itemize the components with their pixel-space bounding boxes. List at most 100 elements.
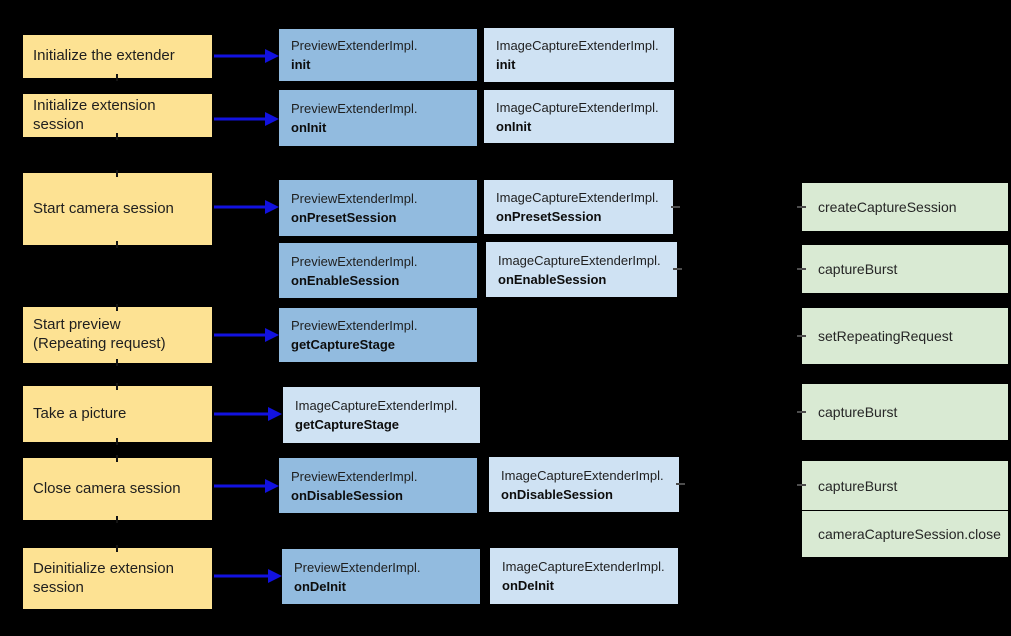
method-name-label: onInit bbox=[496, 118, 532, 134]
step-deinitialize-extension-session: Deinitialize extension session bbox=[23, 548, 212, 609]
step-start-camera-session: Start camera session bbox=[23, 173, 212, 245]
arrow-head-icon bbox=[265, 328, 279, 342]
arrow-shaft bbox=[214, 484, 267, 488]
preview-oninit-box: PreviewExtenderImpl. onInit bbox=[279, 90, 477, 146]
method-name-label: getCaptureStage bbox=[295, 417, 400, 432]
connector-tick bbox=[116, 74, 118, 81]
step-take-a-picture: Take a picture bbox=[23, 386, 212, 442]
camera2-cameracapturesession-close-box: cameraCaptureSession.close bbox=[802, 511, 1008, 557]
step-close-camera-session: Close camera session bbox=[23, 458, 212, 520]
preview-init-box: PreviewExtenderImpl. init bbox=[279, 29, 477, 81]
connector-tick bbox=[116, 170, 118, 177]
class-name-label: PreviewExtenderImpl. bbox=[294, 559, 421, 575]
imagecapture-oninit-box: ImageCaptureExtenderImpl. onInit bbox=[484, 90, 674, 143]
method-name-label: getCaptureStage bbox=[291, 337, 396, 352]
connector-tick bbox=[116, 455, 118, 462]
flow-arrow-take-a-picture bbox=[214, 407, 282, 421]
step-label: Initialize the extender bbox=[33, 47, 175, 65]
connector-tick bbox=[116, 241, 118, 248]
connector-tick bbox=[116, 438, 118, 445]
imagecapture-getcapturestage-box: ImageCaptureExtenderImpl. getCaptureStag… bbox=[283, 387, 480, 443]
camera2-captureburst-box-take-picture: captureBurst bbox=[802, 384, 1008, 440]
arrow-shaft bbox=[214, 205, 267, 209]
class-name-label: PreviewExtenderImpl. bbox=[291, 253, 418, 269]
method-name-label: init bbox=[496, 57, 516, 72]
class-name-label: ImageCaptureExtenderImpl. bbox=[502, 559, 665, 574]
arrow-shaft bbox=[214, 412, 270, 416]
imagecapture-ondisablesession-box: ImageCaptureExtenderImpl. onDisableSessi… bbox=[489, 457, 679, 512]
call-label: createCaptureSession bbox=[818, 199, 957, 215]
connector-tick bbox=[676, 483, 685, 485]
connector-tick bbox=[116, 133, 118, 140]
class-name-label: PreviewExtenderImpl. bbox=[291, 191, 418, 206]
arrow-shaft bbox=[214, 54, 267, 58]
method-name-label: onInit bbox=[291, 120, 327, 135]
connector-tick bbox=[116, 383, 118, 390]
arrow-shaft bbox=[214, 574, 270, 578]
step-label: Start preview (Repeating request) bbox=[33, 316, 166, 352]
preview-onenablesession-box: PreviewExtenderImpl. onEnableSession bbox=[279, 243, 477, 298]
method-name-label: onPresetSession bbox=[496, 209, 602, 224]
camera2-createcapturesession-box: createCaptureSession bbox=[802, 183, 1008, 231]
imagecapture-onpresetsession-box: ImageCaptureExtenderImpl. onPresetSessio… bbox=[484, 180, 673, 234]
call-label: setRepeatingRequest bbox=[818, 328, 953, 344]
connector-tick bbox=[116, 304, 118, 311]
step-label: Initialize extension session bbox=[33, 96, 156, 133]
flow-arrow-start-preview bbox=[214, 328, 279, 342]
step-initialize-extender: Initialize the extender bbox=[23, 35, 212, 78]
class-name-label: ImageCaptureExtenderImpl. bbox=[496, 190, 659, 205]
step-start-preview: Start preview (Repeating request) bbox=[23, 307, 212, 363]
method-name-label: onEnableSession bbox=[498, 271, 607, 287]
arrow-head-icon bbox=[265, 479, 279, 493]
class-name-label: ImageCaptureExtenderImpl. bbox=[295, 398, 458, 413]
connector-tick bbox=[797, 484, 806, 486]
preview-ondeinit-box: PreviewExtenderImpl. onDeInit bbox=[282, 549, 480, 604]
arrow-head-icon bbox=[268, 407, 282, 421]
connector-tick bbox=[116, 359, 118, 366]
step-label: Start camera session bbox=[33, 199, 174, 217]
class-name-label: PreviewExtenderImpl. bbox=[291, 101, 418, 116]
flow-arrow-start-camera-session bbox=[214, 200, 279, 214]
connector-tick bbox=[797, 335, 806, 337]
method-name-label: init bbox=[291, 57, 311, 72]
class-name-label: ImageCaptureExtenderImpl. bbox=[496, 38, 659, 53]
connector-tick bbox=[671, 206, 680, 208]
flow-arrow-deinitialize-extension-session bbox=[214, 569, 282, 583]
call-label: captureBurst bbox=[818, 477, 898, 494]
connector-tick bbox=[116, 545, 118, 552]
preview-onpresetsession-box: PreviewExtenderImpl. onPresetSession bbox=[279, 180, 477, 236]
class-name-label: PreviewExtenderImpl. bbox=[291, 38, 418, 53]
method-name-label: onDeInit bbox=[502, 578, 554, 593]
flow-arrow-initialize-extender bbox=[214, 49, 279, 63]
call-label: captureBurst bbox=[818, 404, 898, 420]
class-name-label: PreviewExtenderImpl. bbox=[291, 468, 418, 484]
flow-arrow-close-camera-session bbox=[214, 479, 279, 493]
step-initialize-extension-session: Initialize extension session bbox=[23, 94, 212, 137]
step-label: Deinitialize extension session bbox=[33, 559, 174, 596]
preview-getcapturestage-box: PreviewExtenderImpl. getCaptureStage bbox=[279, 308, 477, 362]
camera2-captureburst-box-start-session: captureBurst bbox=[802, 245, 1008, 293]
connector-tick bbox=[797, 268, 806, 270]
call-label: captureBurst bbox=[818, 261, 898, 277]
step-label: Close camera session bbox=[33, 479, 181, 497]
method-name-label: onDisableSession bbox=[501, 486, 613, 502]
camera2-captureburst-box-close-session: captureBurst bbox=[802, 461, 1008, 510]
call-label: cameraCaptureSession.close bbox=[818, 526, 1001, 542]
class-name-label: ImageCaptureExtenderImpl. bbox=[496, 99, 659, 115]
camera2-setrepeatingrequest-box: setRepeatingRequest bbox=[802, 308, 1008, 364]
class-name-label: ImageCaptureExtenderImpl. bbox=[498, 252, 661, 268]
imagecapture-init-box: ImageCaptureExtenderImpl. init bbox=[484, 28, 674, 82]
method-name-label: onEnableSession bbox=[291, 272, 400, 288]
arrow-head-icon bbox=[265, 49, 279, 63]
method-name-label: onPresetSession bbox=[291, 210, 397, 225]
arrow-shaft bbox=[214, 117, 267, 121]
method-name-label: onDisableSession bbox=[291, 487, 403, 503]
class-name-label: PreviewExtenderImpl. bbox=[291, 318, 418, 333]
imagecapture-onenablesession-box: ImageCaptureExtenderImpl. onEnableSessio… bbox=[486, 242, 677, 297]
step-label: Take a picture bbox=[33, 404, 127, 422]
arrow-head-icon bbox=[265, 112, 279, 126]
connector-tick bbox=[116, 516, 118, 523]
arrow-head-icon bbox=[265, 200, 279, 214]
arrow-head-icon bbox=[268, 569, 282, 583]
